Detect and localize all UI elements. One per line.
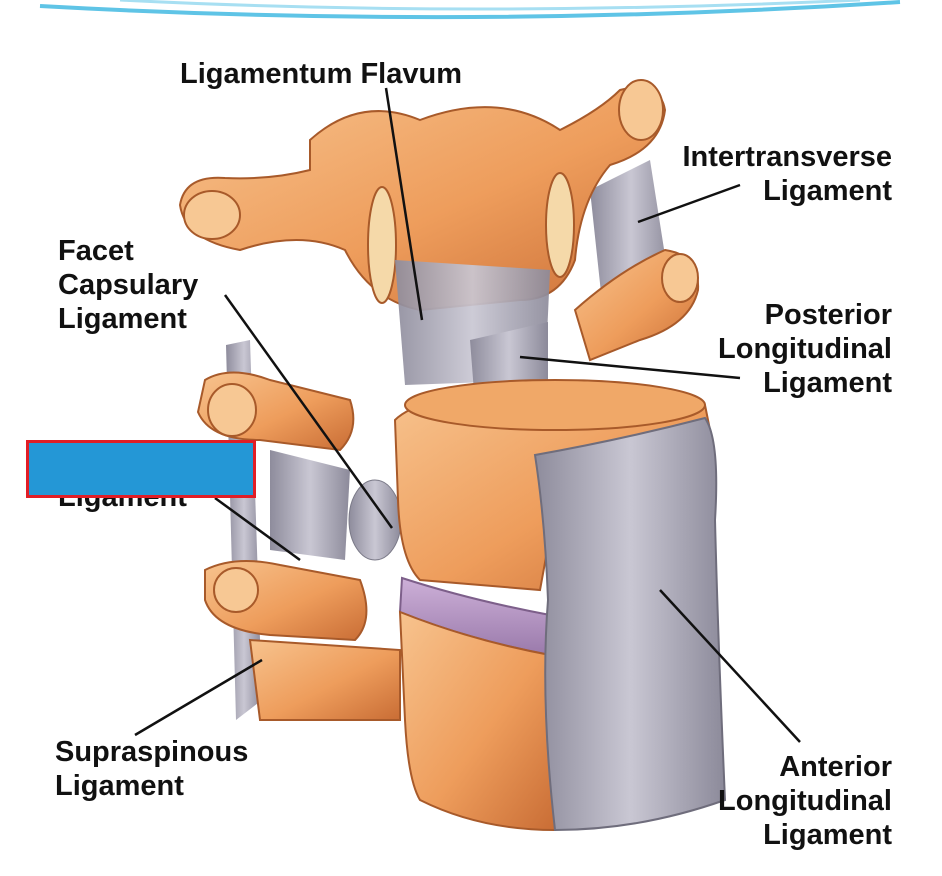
label-line: Ligament	[763, 367, 892, 399]
header-decoration	[39, 0, 901, 20]
label-line: Ligament	[58, 303, 187, 335]
spine-illustration	[178, 79, 727, 832]
label-intertransverse-ligament: Intertransverse Ligament	[682, 140, 892, 208]
leader-posterior-longitudinal	[519, 355, 741, 380]
label-line: Capsulary	[58, 269, 199, 301]
leader-anterior-longitudinal	[659, 589, 801, 743]
label-line: Ligament	[763, 175, 892, 207]
label-line: Supraspinous	[55, 736, 249, 768]
leader-ligamentum-flavum	[384, 87, 424, 321]
answer-mask-box	[26, 440, 256, 498]
leader-facet-capsulary	[223, 294, 394, 529]
label-supraspinous-ligament: Supraspinous Ligament	[55, 735, 248, 803]
label-line: Ligament	[55, 770, 184, 802]
label-line: Intertransverse	[682, 141, 892, 173]
leader-hidden	[214, 496, 301, 562]
label-line: Posterior	[764, 299, 892, 331]
label-line: Anterior	[779, 751, 892, 783]
label-posterior-longitudinal-ligament: Posterior Longitudinal Ligament	[718, 298, 892, 400]
leader-intertransverse	[637, 183, 741, 224]
label-line: Ligament	[763, 819, 892, 851]
label-ligamentum-flavum: Ligamentum Flavum	[180, 58, 462, 90]
leader-lines	[134, 87, 801, 743]
leader-supraspinous	[134, 658, 263, 737]
label-line: Facet	[58, 235, 134, 267]
label-facet-capsulary-ligament: Facet Capsulary Ligament	[58, 234, 198, 336]
label-line: Longitudinal	[718, 785, 892, 817]
label-anterior-longitudinal-ligament: Anterior Longitudinal Ligament	[718, 750, 892, 852]
label-line: Longitudinal	[718, 333, 892, 365]
